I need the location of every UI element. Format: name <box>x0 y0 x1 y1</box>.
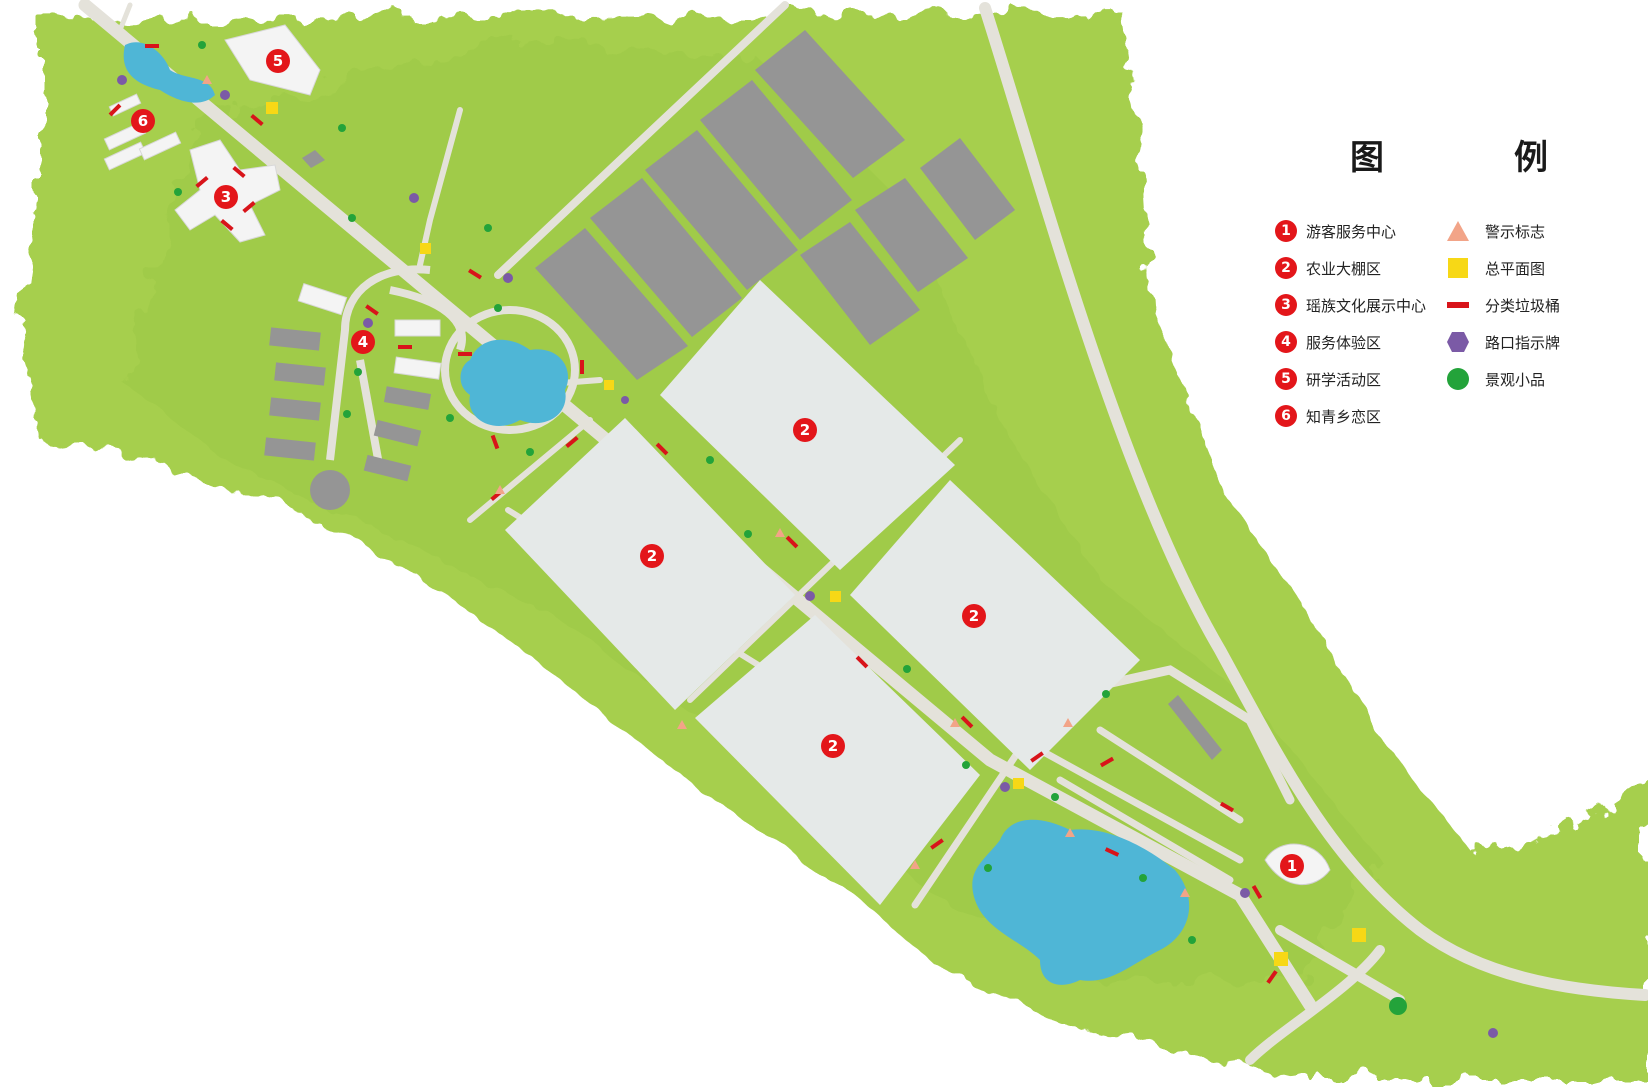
warning-triangle-icon <box>1445 218 1471 244</box>
legend-title: 图 例 <box>1350 138 1596 178</box>
legend-label: 总平面图 <box>1485 259 1546 278</box>
svg-text:1: 1 <box>1287 857 1297 875</box>
svg-text:2: 2 <box>647 547 657 565</box>
zone-number-icon: 2 <box>1275 257 1297 279</box>
svg-text:2: 2 <box>828 737 838 755</box>
map-boards <box>266 102 1366 966</box>
marker-zone-1[interactable]: 1 <box>1280 854 1304 878</box>
zone-number-icon: 3 <box>1275 294 1297 316</box>
legend-label: 瑶族文化展示中心 <box>1306 296 1427 315</box>
marker-zone-2-b[interactable]: 2 <box>640 544 664 568</box>
grass-texture <box>120 40 1380 980</box>
zone-number-icon: 6 <box>1275 405 1297 427</box>
zone-markers: 1 2 2 2 2 3 4 5 6 <box>131 49 1304 878</box>
legend-symbol-signpost: 路口指示牌 <box>1445 328 1560 356</box>
legend-label: 服务体验区 <box>1306 333 1382 352</box>
legend-symbol-feature: 景观小品 <box>1445 365 1545 393</box>
legend-symbol-board: 总平面图 <box>1445 254 1545 282</box>
marker-zone-6[interactable]: 6 <box>131 109 155 133</box>
legend-zone-4: 4 服务体验区 <box>1275 328 1381 356</box>
legend-zone-6: 6 知青乡恋区 <box>1275 402 1381 430</box>
zone4-paths <box>326 265 579 471</box>
legend-zone-2: 2 农业大棚区 <box>1275 254 1381 282</box>
green-circle-icon <box>1445 366 1471 392</box>
warning-signs <box>202 75 1190 897</box>
gray-buildings <box>264 30 1222 760</box>
zone-number-icon: 5 <box>1275 368 1297 390</box>
legend-label: 农业大棚区 <box>1306 259 1382 278</box>
svg-text:6: 6 <box>138 112 148 130</box>
svg-text:4: 4 <box>358 333 368 351</box>
ponds <box>123 42 1190 985</box>
marker-zone-2-c[interactable]: 2 <box>962 604 986 628</box>
marker-zone-2-d[interactable]: 2 <box>821 734 845 758</box>
marker-zone-5[interactable]: 5 <box>266 49 290 73</box>
svg-text:2: 2 <box>800 421 810 439</box>
zone-number-icon: 4 <box>1275 331 1297 353</box>
legend-symbol-trash: 分类垃圾桶 <box>1445 291 1560 319</box>
marker-zone-4[interactable]: 4 <box>351 330 375 354</box>
svg-text:5: 5 <box>273 52 283 70</box>
legend-label: 警示标志 <box>1485 222 1546 241</box>
marker-zone-3[interactable]: 3 <box>214 185 238 209</box>
legend-label: 游客服务中心 <box>1306 222 1397 241</box>
svg-text:3: 3 <box>221 188 231 206</box>
marker-zone-2-a[interactable]: 2 <box>793 418 817 442</box>
landscape-features <box>174 41 1407 1015</box>
legend-symbol-warning: 警示标志 <box>1445 217 1545 245</box>
yellow-square-icon <box>1445 255 1471 281</box>
svg-text:2: 2 <box>969 607 979 625</box>
legend-label: 知青乡恋区 <box>1306 407 1382 426</box>
purple-hexagon-icon <box>1445 329 1471 355</box>
zone-number-icon: 1 <box>1275 220 1297 242</box>
legend-zone-3: 3 瑶族文化展示中心 <box>1275 291 1426 319</box>
legend-zone-1: 1 游客服务中心 <box>1275 217 1396 245</box>
signposts <box>117 75 1498 1038</box>
legend-label: 研学活动区 <box>1306 370 1382 389</box>
red-bar-icon <box>1445 292 1471 318</box>
trash-bins <box>108 44 1278 984</box>
legend-label: 分类垃圾桶 <box>1485 296 1561 315</box>
legend-zone-5: 5 研学活动区 <box>1275 365 1381 393</box>
legend-label: 路口指示牌 <box>1485 333 1561 352</box>
map-legend: 图 例 1 游客服务中心 2 农业大棚区 3 瑶族文化展示中心 4 服务体验区 … <box>1260 130 1640 460</box>
legend-label: 景观小品 <box>1485 370 1546 389</box>
